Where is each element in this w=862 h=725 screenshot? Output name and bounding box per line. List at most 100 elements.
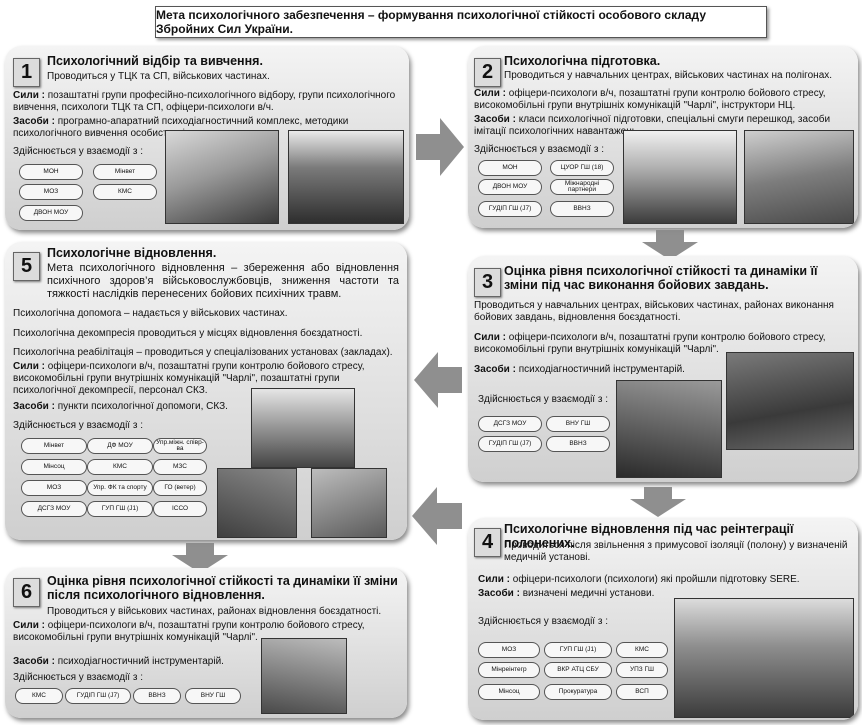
photo-consultation xyxy=(674,598,854,718)
partner-pill: КМС xyxy=(87,459,153,475)
panel-recovery: 5 Психологічне відновлення. Мета психоло… xyxy=(5,242,407,540)
photo-group-meeting xyxy=(311,468,387,538)
step-number: 5 xyxy=(13,252,40,281)
partner-pill: Упр.міжн. співр-ва xyxy=(153,438,207,454)
partner-pill: ВВНЗ xyxy=(133,688,181,704)
arrow-left-3-to-5 xyxy=(414,352,462,408)
panel-forces: Сили : офіцери-психологи (психологи) які… xyxy=(478,574,800,585)
arrow-right-1-to-2 xyxy=(416,118,464,176)
partner-pill: МЗС xyxy=(153,459,207,475)
photo-auditorium xyxy=(288,130,404,224)
panel-means: Засоби : пункти психологічної допомоги, … xyxy=(13,401,228,412)
partner-pill: МОН xyxy=(19,164,83,180)
partner-pill: ВВНЗ xyxy=(550,201,614,217)
partner-pill: ВСП xyxy=(616,684,668,700)
partner-pill: ГУДІП ГШ (J7) xyxy=(478,436,542,452)
partner-pill: Мінсоц xyxy=(21,459,87,475)
interaction-label: Здійснюється у взаємодії з : xyxy=(478,394,608,405)
partner-pill: КМС xyxy=(616,642,668,658)
arrow-down-5-to-6 xyxy=(172,543,228,573)
partner-pill: Мінреінтегр xyxy=(478,662,540,678)
interaction-label: Здійснюється у взаємодії з : xyxy=(13,420,143,431)
panel-means: Засоби : психодіагностичний інструментар… xyxy=(474,364,685,375)
panel-heading: Психологічне відновлення. xyxy=(47,246,217,260)
photo-forest-rest xyxy=(217,468,297,538)
panel-means: Засоби : програмно-апаратний психодіагно… xyxy=(13,116,349,139)
photo-obstacle-course xyxy=(744,130,854,224)
panel-forces: Сили : офіцери-психологи в/ч, позаштатні… xyxy=(13,361,365,396)
partner-pill: КМС xyxy=(15,688,63,704)
partner-pill: ГУДІП ГШ (J7) xyxy=(478,201,542,217)
arrow-left-4-to-5 xyxy=(412,487,462,545)
photo-combat-position xyxy=(726,352,854,450)
panel-heading: Оцінка рівня психологічної стійкості та … xyxy=(504,264,818,292)
panel-location: Проводиться після звільнення з примусово… xyxy=(504,540,848,563)
panel-heading: Психологічна підготовка. xyxy=(504,54,661,68)
photo-recovery-center xyxy=(251,388,355,468)
panel-location: Проводиться у навчальних центрах, військ… xyxy=(504,70,833,81)
psych-assistance: Психологічна допомога – надається у війс… xyxy=(13,308,288,319)
panel-heading: Оцінка рівня психологічної стійкості та … xyxy=(47,574,398,602)
arrow-down-2-to-3 xyxy=(642,230,698,260)
panel-reintegration: 4 Психологічне відновлення під час реінт… xyxy=(468,518,858,720)
partner-pill: УПЗ ГШ xyxy=(616,662,668,678)
panel-location: Проводиться у навчальних центрах, військ… xyxy=(474,300,834,323)
psych-decompression: Психологічна декомпресія проводиться у м… xyxy=(13,328,363,339)
panel-location: Проводиться у військових частинах, район… xyxy=(47,606,382,617)
panel-training: 2 Психологічна підготовка. Проводиться у… xyxy=(468,46,858,228)
partner-pill: Прокуратура xyxy=(544,684,612,700)
panel-heading: Психологічний відбір та вивчення. xyxy=(47,54,263,68)
partner-pill: ВВНЗ xyxy=(546,436,610,452)
step-number: 2 xyxy=(474,58,501,87)
partner-pill: Міжнародні партнери xyxy=(550,179,614,195)
partner-pill: ІССО xyxy=(153,501,207,517)
partner-pill: ДВОН МОУ xyxy=(478,179,542,195)
photo-classroom xyxy=(623,130,737,224)
interaction-label: Здійснюється у взаємодії з : xyxy=(474,144,604,155)
partner-pill: ГО (ветер) xyxy=(153,480,207,496)
partner-pill: Мінвет xyxy=(93,164,157,180)
interaction-label: Здійснюється у взаємодії з : xyxy=(13,146,143,157)
step-number: 4 xyxy=(474,528,501,557)
partner-pill: МОЗ xyxy=(478,642,540,658)
panel-assessment-after: 6 Оцінка рівня психологічної стійкості т… xyxy=(5,568,407,718)
recovery-goal: Мета психологічного відновлення – збереж… xyxy=(47,262,399,300)
panel-forces: Сили : офіцери-психологи в/ч, позаштатні… xyxy=(474,332,826,355)
panel-assessment-combat: 3 Оцінка рівня психологічної стійкості т… xyxy=(468,256,858,482)
interaction-label: Здійснюється у взаємодії з : xyxy=(13,672,143,683)
partner-pill: ГУДІП ГШ (J7) xyxy=(65,688,131,704)
step-number: 6 xyxy=(13,578,40,607)
partner-pill: МОЗ xyxy=(19,184,83,200)
partner-pill: ДФ МОУ xyxy=(87,438,153,454)
panel-forces: Сили : позаштатні групи професійно-психо… xyxy=(13,90,396,113)
partner-pill: Мінвет xyxy=(21,438,87,454)
partner-pill: ГУП ГШ (J1) xyxy=(87,501,153,517)
panel-means: Засоби : психодіагностичний інструментар… xyxy=(13,656,224,667)
photo-combat-soldiers xyxy=(616,380,722,478)
interaction-label: Здійснюється у взаємодії з : xyxy=(478,616,608,627)
partner-pill: ВНУ ГШ xyxy=(185,688,241,704)
partner-pill: МОН xyxy=(478,160,542,176)
partner-pill: ЦУОР ГШ (18) xyxy=(550,160,614,176)
panel-means: Засоби : визначені медичні установи. xyxy=(478,588,655,599)
panel-forces: Сили : офіцери-психологи в/ч, позаштатні… xyxy=(13,620,365,643)
partner-pill: ГУП ГШ (J1) xyxy=(544,642,612,658)
diagram-title: Мета психологічного забезпечення – форму… xyxy=(155,6,767,38)
photo-interview xyxy=(261,638,347,714)
psych-rehabilitation: Психологічна реабілітація – проводиться … xyxy=(13,347,393,358)
panel-selection: 1 Психологічний відбір та вивчення. Пров… xyxy=(5,46,409,230)
panel-forces: Сили : офіцери-психологи в/ч, позаштатні… xyxy=(474,88,826,111)
step-number: 1 xyxy=(13,58,40,87)
partner-pill: ДСГЗ МОУ xyxy=(478,416,542,432)
arrow-down-3-to-4 xyxy=(630,487,686,517)
partner-pill: Упр. ФК та спорту xyxy=(87,480,153,496)
partner-pill: ДВОН МОУ xyxy=(19,205,83,221)
partner-pill: ВКР АТЦ СБУ xyxy=(544,662,612,678)
partner-pill: ВНУ ГШ xyxy=(546,416,610,432)
partner-pill: МОЗ xyxy=(21,480,87,496)
partner-pill: КМС xyxy=(93,184,157,200)
partner-pill: ДСГЗ МОУ xyxy=(21,501,87,517)
panel-heading: Психологічне відновлення під час реінтег… xyxy=(504,522,794,550)
step-number: 3 xyxy=(474,268,501,297)
panel-location: Проводиться у ТЦК та СП, військових част… xyxy=(47,71,270,82)
